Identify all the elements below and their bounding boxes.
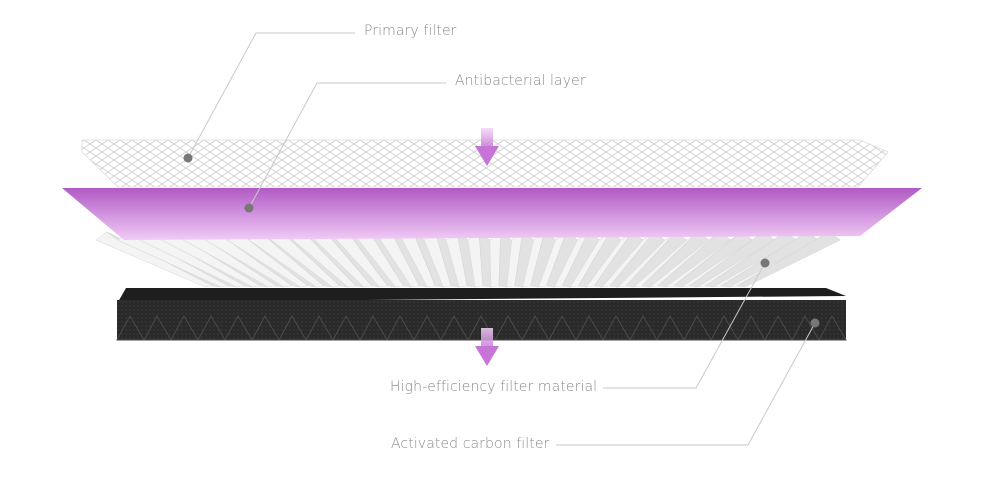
carbon-texture-diamond (440, 314, 469, 341)
carbon-texture-diamond (224, 314, 253, 341)
carbon-texture-diamond (683, 314, 712, 341)
carbon-texture-diamond (710, 314, 739, 341)
carbon-texture-diamond (278, 314, 307, 341)
down-arrow-icon (475, 328, 499, 366)
primary-filter-callout-line (187, 32, 355, 159)
carbon-texture-diamond (413, 314, 442, 341)
antibacterial-callout-line (248, 82, 446, 209)
carbon-texture-diamond (602, 314, 631, 341)
primary-filter-marker (183, 153, 193, 163)
carbon-texture-diamond (818, 314, 847, 341)
hepa-callout-line (603, 262, 766, 389)
hepa-pleated-layer (95, 231, 841, 288)
carbon-texture-diamond (656, 314, 685, 341)
carbon-texture-diamond (170, 314, 199, 341)
carbon-texture-diamond (116, 314, 145, 341)
carbon-texture-diamond (332, 314, 361, 341)
hepa-layer-label: High-efficiency filter material (390, 379, 598, 395)
carbon-texture-diamond (251, 314, 280, 341)
antibacterial-marker (244, 203, 254, 213)
carbon-texture-diamond (494, 314, 523, 341)
carbon-texture-diamond (575, 314, 604, 341)
hepa-pleat (736, 231, 841, 288)
carbon-texture-diamond (737, 314, 766, 341)
carbon-texture-diamond (386, 314, 415, 341)
down-arrow-icon (475, 128, 499, 166)
carbon-texture-diamond (548, 314, 577, 341)
carbon-marker (810, 318, 820, 328)
carbon-layer-label: Activated carbon filter (391, 436, 550, 452)
carbon-texture-diamond (197, 314, 226, 341)
carbon-callout-line (556, 322, 816, 446)
carbon-texture-diamond (764, 314, 793, 341)
antibacterial-layer-sheet (62, 188, 922, 240)
hepa-marker (760, 258, 770, 268)
carbon-texture-diamond (521, 314, 550, 341)
carbon-texture-diamond (143, 314, 172, 341)
primary-filter-label: Primary filter (364, 23, 457, 39)
primary-filter-mesh (81, 139, 889, 188)
carbon-texture-diamond (359, 314, 388, 341)
carbon-texture-diamond (305, 314, 334, 341)
carbon-texture-diamond (629, 314, 658, 341)
antibacterial-layer-label: Antibacterial layer (455, 73, 586, 89)
